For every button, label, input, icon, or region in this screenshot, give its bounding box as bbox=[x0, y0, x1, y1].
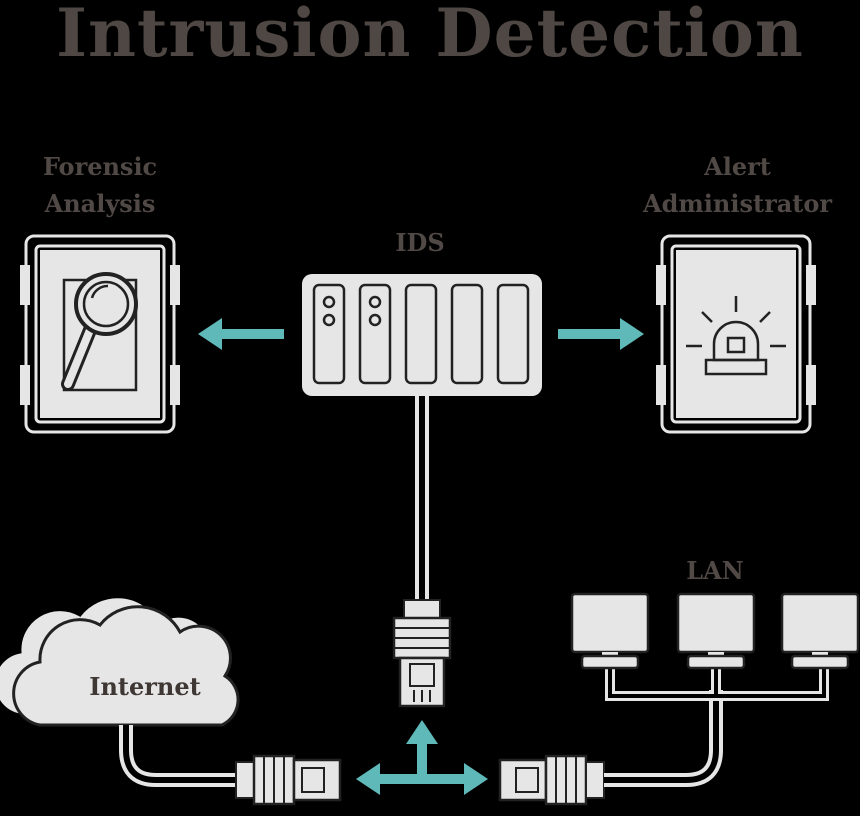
arrow-to-alert bbox=[558, 318, 644, 350]
monitor-icon bbox=[780, 592, 860, 670]
forensic-label-line1: Forensic bbox=[42, 152, 158, 181]
forensic-analysis-device bbox=[20, 234, 180, 434]
monitor-icon bbox=[570, 592, 650, 670]
traffic-arrows bbox=[356, 720, 488, 795]
diagram-title: Intrusion Detection bbox=[56, 0, 804, 72]
monitor-icon bbox=[676, 592, 756, 670]
magnifier-document-icon bbox=[61, 272, 138, 392]
arrow-to-forensic bbox=[198, 318, 284, 350]
alert-administrator-label: Alert Administrator bbox=[620, 148, 855, 222]
server-rack-icon bbox=[302, 274, 542, 396]
forensic-analysis-label: Forensic Analysis bbox=[10, 148, 190, 222]
rj45-connector-ids bbox=[392, 599, 452, 708]
alarm-siren-icon bbox=[686, 296, 786, 376]
ids-cable bbox=[415, 396, 429, 602]
internet-label: Internet bbox=[89, 672, 201, 701]
alert-label-line2: Administrator bbox=[642, 189, 832, 218]
ids-label: IDS bbox=[395, 228, 445, 257]
lan-bus bbox=[605, 668, 829, 701]
rj45-connector-internet bbox=[235, 754, 342, 806]
lan-cable bbox=[604, 690, 723, 787]
cloud-icon bbox=[0, 595, 240, 727]
rj45-connector-lan bbox=[498, 754, 605, 806]
lan-label: LAN bbox=[686, 556, 744, 585]
internet-cable bbox=[119, 725, 238, 787]
alert-administrator-device bbox=[656, 234, 816, 434]
alert-label-line1: Alert bbox=[704, 152, 771, 181]
forensic-label-line2: Analysis bbox=[44, 189, 156, 218]
